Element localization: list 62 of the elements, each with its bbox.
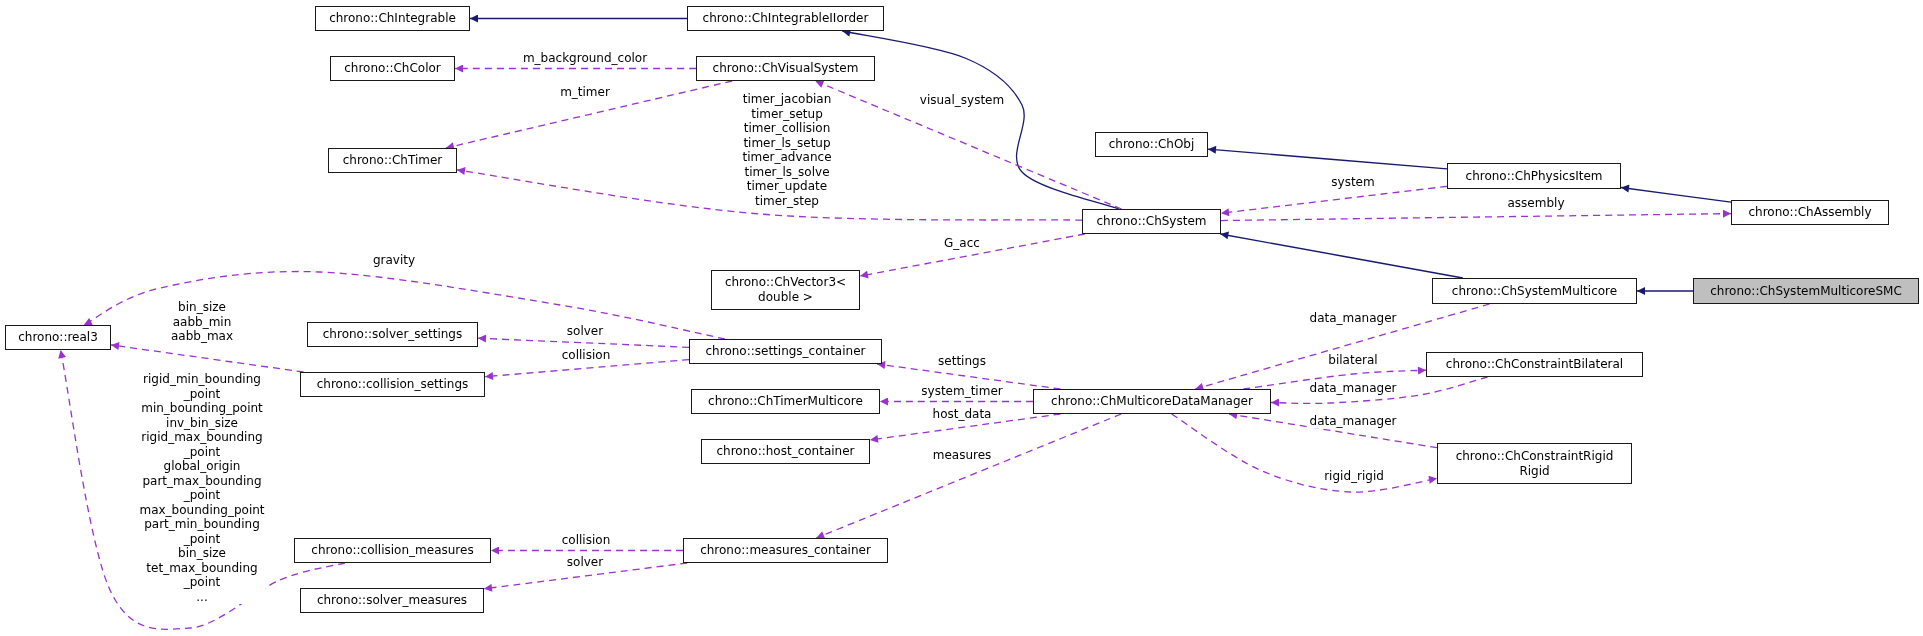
- edge-label: rigid_min_bounding _point min_bounding_point inv_bin_size rigid_max_bounding _point global_origin part_max_bounding _point max_bounding_point part_min_bounding _point bin_size tet_max_bounding _point ...: [138, 372, 266, 604]
- edge-label: timer_jacobian timer_setup timer_collision timer_ls_setup timer_advance timer_ls_solve timer_update timer_step: [741, 92, 833, 208]
- edge-label: data_manager: [1308, 310, 1398, 326]
- edge-label: m_background_color: [521, 50, 649, 66]
- dashed-arrow: [483, 562, 688, 592]
- edge-label: assembly: [1506, 195, 1566, 211]
- dashed-arrow: [83, 270, 726, 340]
- dashed-arrow: [1220, 185, 1448, 217]
- class-box: chrono::ChObj: [1095, 132, 1208, 157]
- edge-label: host_data: [931, 406, 993, 422]
- arrow: [1219, 231, 1464, 279]
- edge-label: data_manager: [1308, 413, 1398, 429]
- class-box: chrono::ChMulticoreDataManager: [1033, 389, 1271, 414]
- class-box: chrono::ChSystem: [1082, 209, 1221, 234]
- edge-label: rigid_rigid: [1323, 468, 1385, 484]
- edge-label: system_timer: [920, 383, 1004, 399]
- class-box: chrono::solver_measures: [300, 588, 484, 613]
- class-box: chrono::ChColor: [330, 56, 455, 81]
- dashed-arrow: [879, 397, 1034, 406]
- class-box: chrono::ChIntegrable: [315, 6, 470, 31]
- class-box: chrono::settings_container: [689, 339, 882, 364]
- edge-label: data_manager: [1308, 380, 1398, 396]
- dashed-arrow: [815, 413, 1122, 539]
- class-box: chrono::collision_settings: [300, 372, 485, 397]
- class-box: chrono::ChAssembly: [1731, 200, 1889, 225]
- arrow: [1207, 145, 1448, 170]
- dashed-arrow: [859, 233, 1086, 279]
- class-box: chrono::collision_measures: [294, 538, 491, 563]
- dashed-arrow: [1194, 303, 1491, 391]
- edge-label: G_acc: [943, 235, 981, 251]
- class-box: chrono::ChVector3< double >: [711, 270, 860, 310]
- arrow: [1620, 184, 1732, 203]
- edge-label: bin_size aabb_min aabb_max: [169, 300, 235, 344]
- class-box: chrono::ChConstraintBilateral: [1426, 352, 1643, 377]
- edge-label: system: [1330, 174, 1376, 190]
- class-box: chrono::ChTimer: [328, 148, 457, 173]
- edge-label: m_timer: [559, 84, 611, 100]
- dashed-arrow: [1171, 413, 1438, 493]
- class-box: chrono::measures_container: [683, 538, 888, 563]
- class-box: chrono::ChVisualSystem: [696, 56, 875, 81]
- dashed-arrow: [490, 546, 684, 555]
- dashed-arrow: [814, 80, 1123, 210]
- dashed-arrow: [454, 64, 697, 73]
- edge-label: visual_system: [918, 92, 1006, 108]
- class-box: chrono::ChSystemMulticore: [1432, 278, 1637, 304]
- class-box: chrono::ChIntegrableIIorder: [687, 6, 884, 31]
- edge-label: settings: [937, 353, 987, 369]
- class-box: chrono::host_container: [701, 439, 870, 464]
- dashed-arrow: [456, 167, 1083, 221]
- arrow: [1636, 287, 1694, 295]
- class-box: chrono::ChPhysicsItem: [1447, 163, 1621, 189]
- dashed-arrow: [1270, 376, 1489, 407]
- class-box: chrono::ChConstraintRigid Rigid: [1437, 443, 1632, 484]
- dashed-arrow: [1220, 209, 1732, 222]
- class-box: chrono::ChTimerMulticore: [691, 389, 880, 414]
- arrow: [469, 14, 688, 23]
- dashed-arrow: [477, 334, 690, 348]
- edge-label: gravity: [371, 252, 417, 268]
- dashed-arrow: [484, 358, 690, 381]
- class-box: chrono::ChSystemMulticoreSMC: [1693, 278, 1919, 304]
- class-box: chrono::solver_settings: [307, 322, 478, 347]
- class-box: chrono::real3: [5, 325, 111, 350]
